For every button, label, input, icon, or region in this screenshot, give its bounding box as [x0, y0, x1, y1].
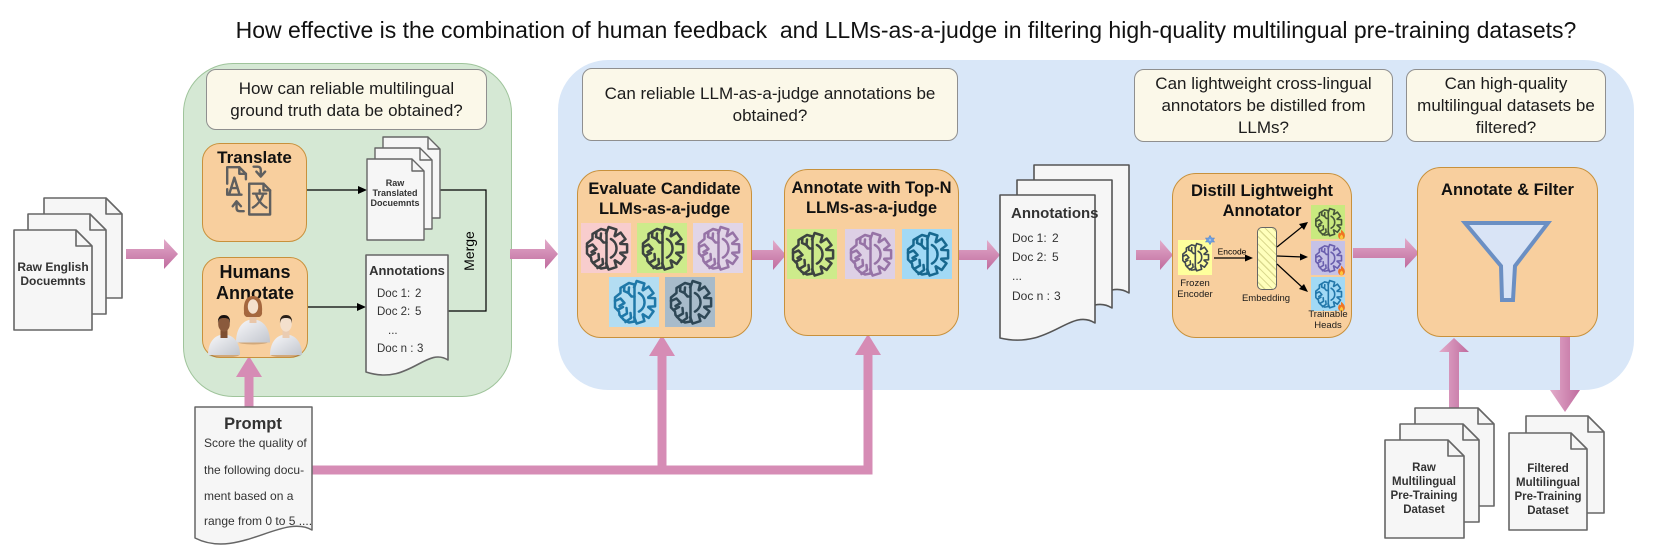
- svg-text:5: 5: [1052, 250, 1059, 264]
- svg-text:Doc 1:: Doc 1:: [377, 288, 410, 300]
- svg-text:...: ...: [388, 325, 398, 337]
- svg-text:2: 2: [415, 288, 421, 300]
- svg-text:range from 0 to 5 ....: range from 0 to 5 ....: [204, 514, 312, 528]
- svg-text:Docuemnts: Docuemnts: [20, 274, 86, 288]
- svg-text:Annotations: Annotations: [1011, 205, 1099, 222]
- svg-text:Docuemnts: Docuemnts: [370, 198, 419, 208]
- svg-text:Prompt: Prompt: [224, 415, 282, 433]
- svg-text:Filtered: Filtered: [1527, 463, 1569, 475]
- svg-text:Multilingual: Multilingual: [1392, 476, 1456, 488]
- svg-text:Doc 2:: Doc 2:: [1012, 250, 1047, 264]
- svg-text:Pre-Training: Pre-Training: [1390, 490, 1457, 502]
- svg-text:2: 2: [1052, 231, 1059, 245]
- svg-text:the following docu-: the following docu-: [204, 463, 304, 477]
- svg-text:Doc 1:: Doc 1:: [1012, 231, 1047, 245]
- svg-text:Raw: Raw: [386, 178, 406, 188]
- svg-text:...: ...: [1012, 269, 1022, 283]
- svg-text:Pre-Training: Pre-Training: [1514, 491, 1581, 503]
- svg-text:ment based on a: ment based on a: [204, 489, 294, 503]
- svg-text:Raw English: Raw English: [17, 260, 88, 274]
- svg-text:Merge: Merge: [461, 231, 477, 271]
- svg-text:Annotations: Annotations: [369, 263, 445, 278]
- svg-text:5: 5: [415, 306, 421, 318]
- svg-text:Raw: Raw: [1412, 462, 1436, 474]
- svg-text:Dataset: Dataset: [1403, 504, 1445, 516]
- svg-text:Dataset: Dataset: [1527, 505, 1569, 517]
- svg-text:3: 3: [417, 343, 423, 355]
- svg-text:Translated: Translated: [372, 188, 417, 198]
- svg-text:Multilingual: Multilingual: [1516, 477, 1580, 489]
- svg-text:Doc n :: Doc n :: [1012, 289, 1050, 303]
- svg-text:Encode: Encode: [1218, 247, 1247, 257]
- svg-text:Doc n :: Doc n :: [377, 343, 413, 355]
- svg-text:Doc 2:: Doc 2:: [377, 306, 410, 318]
- svg-text:3: 3: [1054, 289, 1061, 303]
- svg-text:Score the quality of: Score the quality of: [204, 436, 307, 450]
